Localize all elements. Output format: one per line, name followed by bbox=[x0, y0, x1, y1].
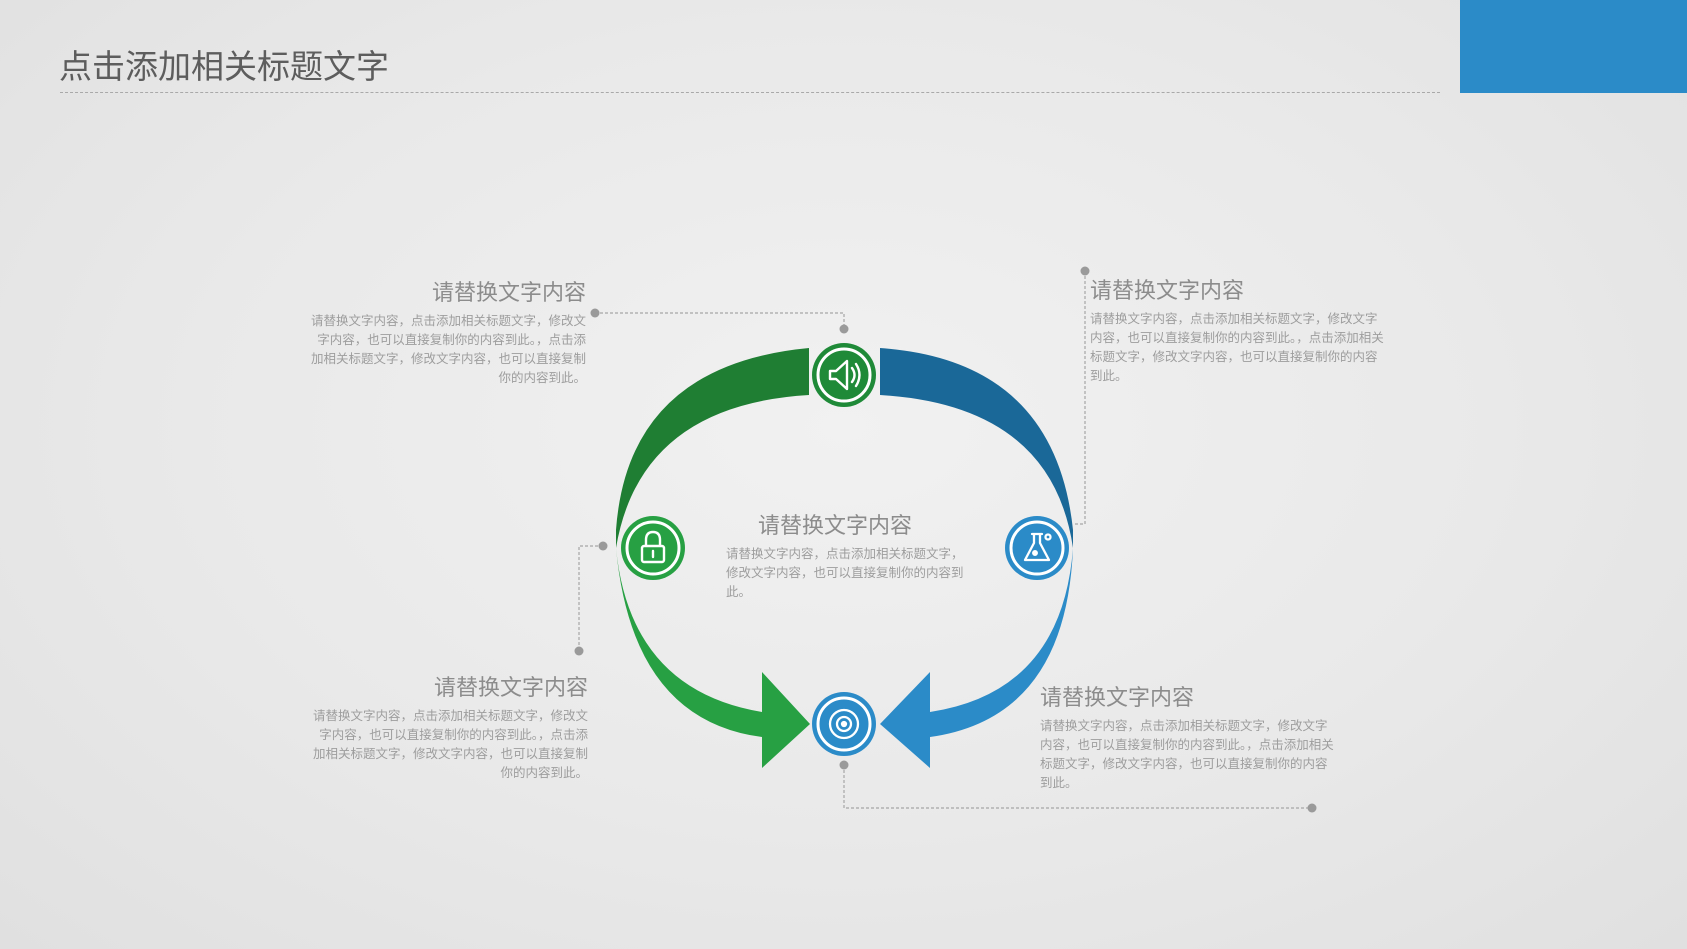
connector-top-right bbox=[1073, 271, 1086, 525]
arrow-green-top-left bbox=[616, 348, 809, 548]
icon-node-left bbox=[621, 516, 685, 580]
block-body: 请替换文字内容，点击添加相关标题文字，修改文字内容，也可以直接复制你的内容到此。… bbox=[312, 708, 588, 780]
disc-icon bbox=[828, 708, 860, 740]
connector-dot bbox=[598, 541, 608, 551]
text-block-bottom-right: 请替换文字内容 请替换文字内容，点击添加相关标题文字，修改文字内容，也可以直接复… bbox=[1040, 680, 1338, 792]
icon-node-bottom bbox=[812, 692, 876, 756]
connector-dot bbox=[590, 308, 600, 318]
block-heading: 请替换文字内容 bbox=[1040, 686, 1195, 711]
connector-dot bbox=[1307, 803, 1317, 813]
corner-accent-block bbox=[1460, 0, 1687, 93]
connector-bottom-left bbox=[578, 545, 603, 651]
block-body: 请替换文字内容，点击添加相关标题文字，修改文字内容，也可以直接复制你的内容到此。… bbox=[1040, 718, 1334, 790]
connector-bottom-right bbox=[843, 765, 1312, 809]
text-block-center: 请替换文字内容 请替换文字内容，点击添加相关标题文字，修改文字内容，也可以直接复… bbox=[726, 508, 966, 601]
lock-icon bbox=[640, 530, 666, 564]
page-title: 点击添加相关标题文字 bbox=[59, 47, 389, 86]
icon-node-right bbox=[1005, 516, 1069, 580]
text-block-bottom-left: 请替换文字内容 请替换文字内容，点击添加相关标题文字，修改文字内容，也可以直接复… bbox=[308, 670, 588, 782]
title-divider bbox=[60, 92, 1440, 93]
flask-icon bbox=[1023, 532, 1052, 562]
block-body: 请替换文字内容，点击添加相关标题文字，修改文字内容，也可以直接复制你的内容到此。… bbox=[1090, 311, 1384, 383]
connector-top-left bbox=[595, 312, 845, 329]
icon-node-top bbox=[812, 343, 876, 407]
block-heading: 请替换文字内容 bbox=[758, 514, 913, 539]
arrow-blue-top-right bbox=[880, 348, 1073, 548]
block-body: 请替换文字内容，点击添加相关标题文字，修改文字内容，也可以直接复制你的内容到此。… bbox=[310, 313, 586, 385]
arrow-green-bottom-left bbox=[616, 548, 810, 768]
block-body: 请替换文字内容，点击添加相关标题文字，修改文字内容，也可以直接复制你的内容到此。 bbox=[726, 546, 964, 599]
block-heading: 请替换文字内容 bbox=[1090, 279, 1245, 304]
arrow-blue-bottom-right bbox=[880, 548, 1073, 768]
connector-dot bbox=[574, 646, 584, 656]
text-block-top-left: 请替换文字内容 请替换文字内容，点击添加相关标题文字，修改文字内容，也可以直接复… bbox=[306, 275, 586, 387]
speaker-icon bbox=[828, 359, 861, 391]
connector-dot bbox=[839, 760, 849, 770]
block-heading: 请替换文字内容 bbox=[433, 676, 588, 701]
text-block-top-right: 请替换文字内容 请替换文字内容，点击添加相关标题文字，修改文字内容，也可以直接复… bbox=[1090, 273, 1388, 385]
block-heading: 请替换文字内容 bbox=[431, 281, 586, 306]
connector-dot bbox=[1080, 266, 1090, 276]
connector-dot bbox=[839, 324, 849, 334]
